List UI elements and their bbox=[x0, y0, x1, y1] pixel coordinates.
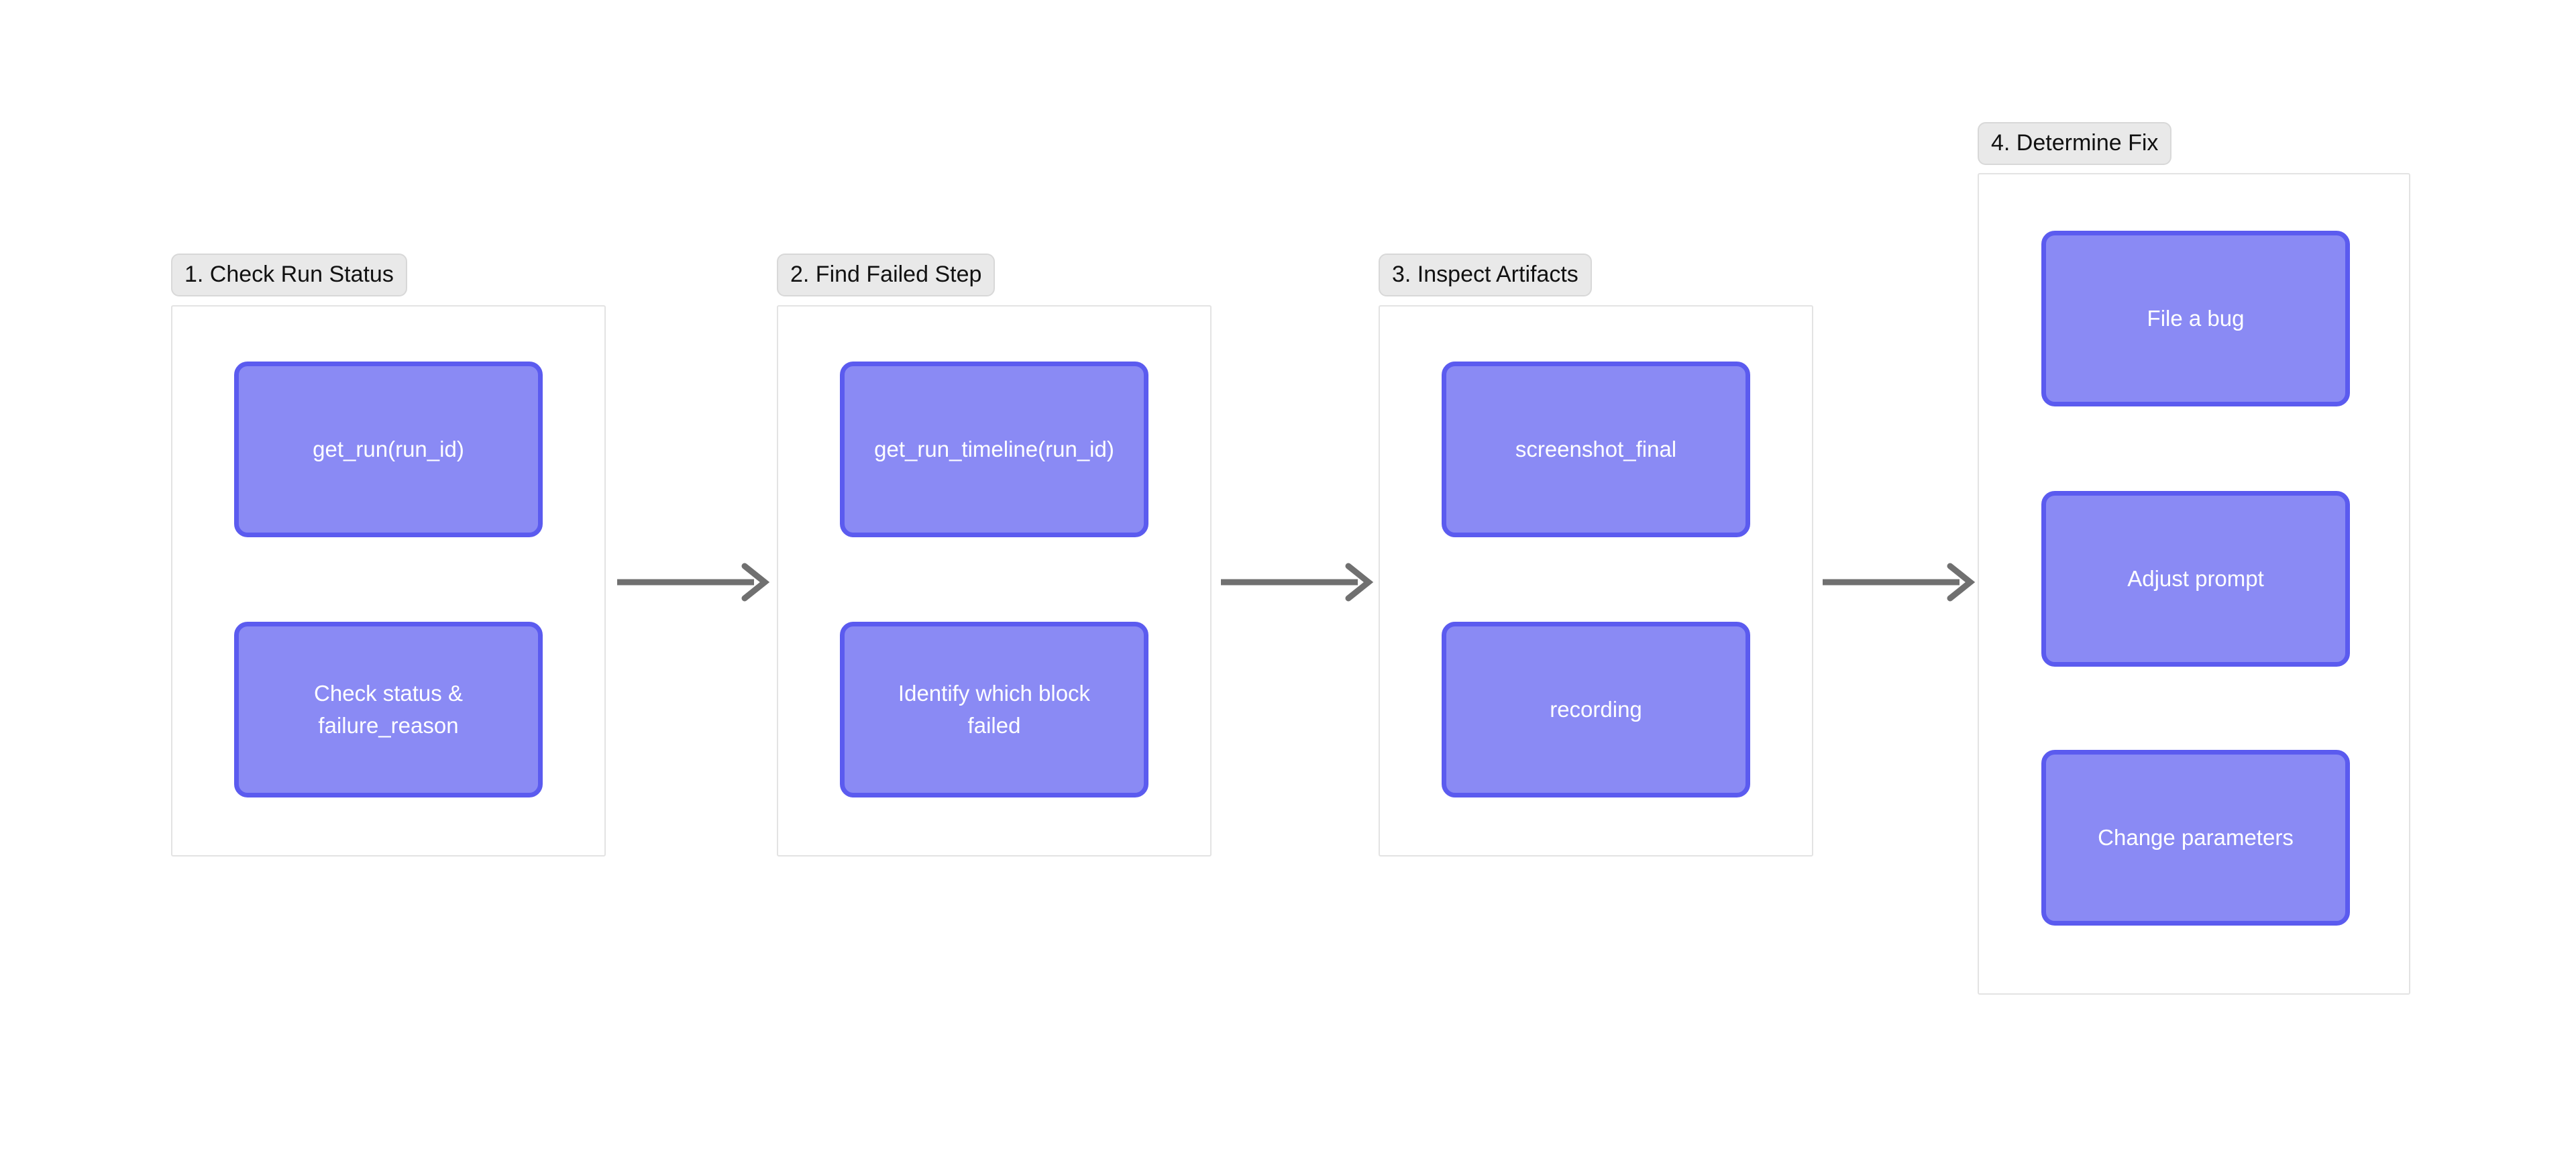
node-label: get_run(run_id) bbox=[313, 437, 464, 462]
group-label-2: 2. Find Failed Step bbox=[777, 254, 996, 296]
node-recording[interactable]: recording bbox=[1442, 622, 1750, 797]
node-adjust-prompt[interactable]: Adjust prompt bbox=[2041, 491, 2350, 667]
group-label-4: 4. Determine Fix bbox=[1978, 122, 2172, 165]
node-label: Identify which block failed bbox=[898, 681, 1091, 738]
node-screenshot-final[interactable]: screenshot_final bbox=[1442, 362, 1750, 537]
node-check-status[interactable]: Check status & failure_reason bbox=[234, 622, 543, 797]
node-label: screenshot_final bbox=[1515, 437, 1677, 462]
arrow-right-icon bbox=[1823, 563, 1976, 602]
arrow-right-icon bbox=[617, 563, 770, 602]
node-change-parameters[interactable]: Change parameters bbox=[2041, 750, 2350, 926]
node-file-a-bug[interactable]: File a bug bbox=[2041, 231, 2350, 406]
group-container-1: get_run(run_id) Check status & failure_r… bbox=[171, 305, 606, 857]
node-label: File a bug bbox=[2147, 306, 2245, 331]
arrow-1-to-2 bbox=[616, 562, 770, 602]
node-label: get_run_timeline(run_id) bbox=[874, 437, 1114, 462]
group-label-3: 3. Inspect Artifacts bbox=[1379, 254, 1592, 296]
node-get-run-timeline[interactable]: get_run_timeline(run_id) bbox=[840, 362, 1148, 537]
arrow-2-to-3 bbox=[1220, 562, 1374, 602]
group-container-4: File a bug Adjust prompt Change paramete… bbox=[1978, 173, 2410, 995]
node-label: Check status & failure_reason bbox=[314, 681, 463, 738]
node-label: Change parameters bbox=[2098, 825, 2294, 850]
node-identify-block[interactable]: Identify which block failed bbox=[840, 622, 1148, 797]
node-label: recording bbox=[1550, 697, 1642, 722]
arrow-3-to-4 bbox=[1821, 562, 1976, 602]
group-container-3: screenshot_final recording bbox=[1379, 305, 1813, 857]
group-container-2: get_run_timeline(run_id) Identify which … bbox=[777, 305, 1212, 857]
arrow-right-icon bbox=[1221, 563, 1374, 602]
node-label: Adjust prompt bbox=[2127, 566, 2264, 592]
group-label-1: 1. Check Run Status bbox=[171, 254, 407, 296]
node-get-run[interactable]: get_run(run_id) bbox=[234, 362, 543, 537]
